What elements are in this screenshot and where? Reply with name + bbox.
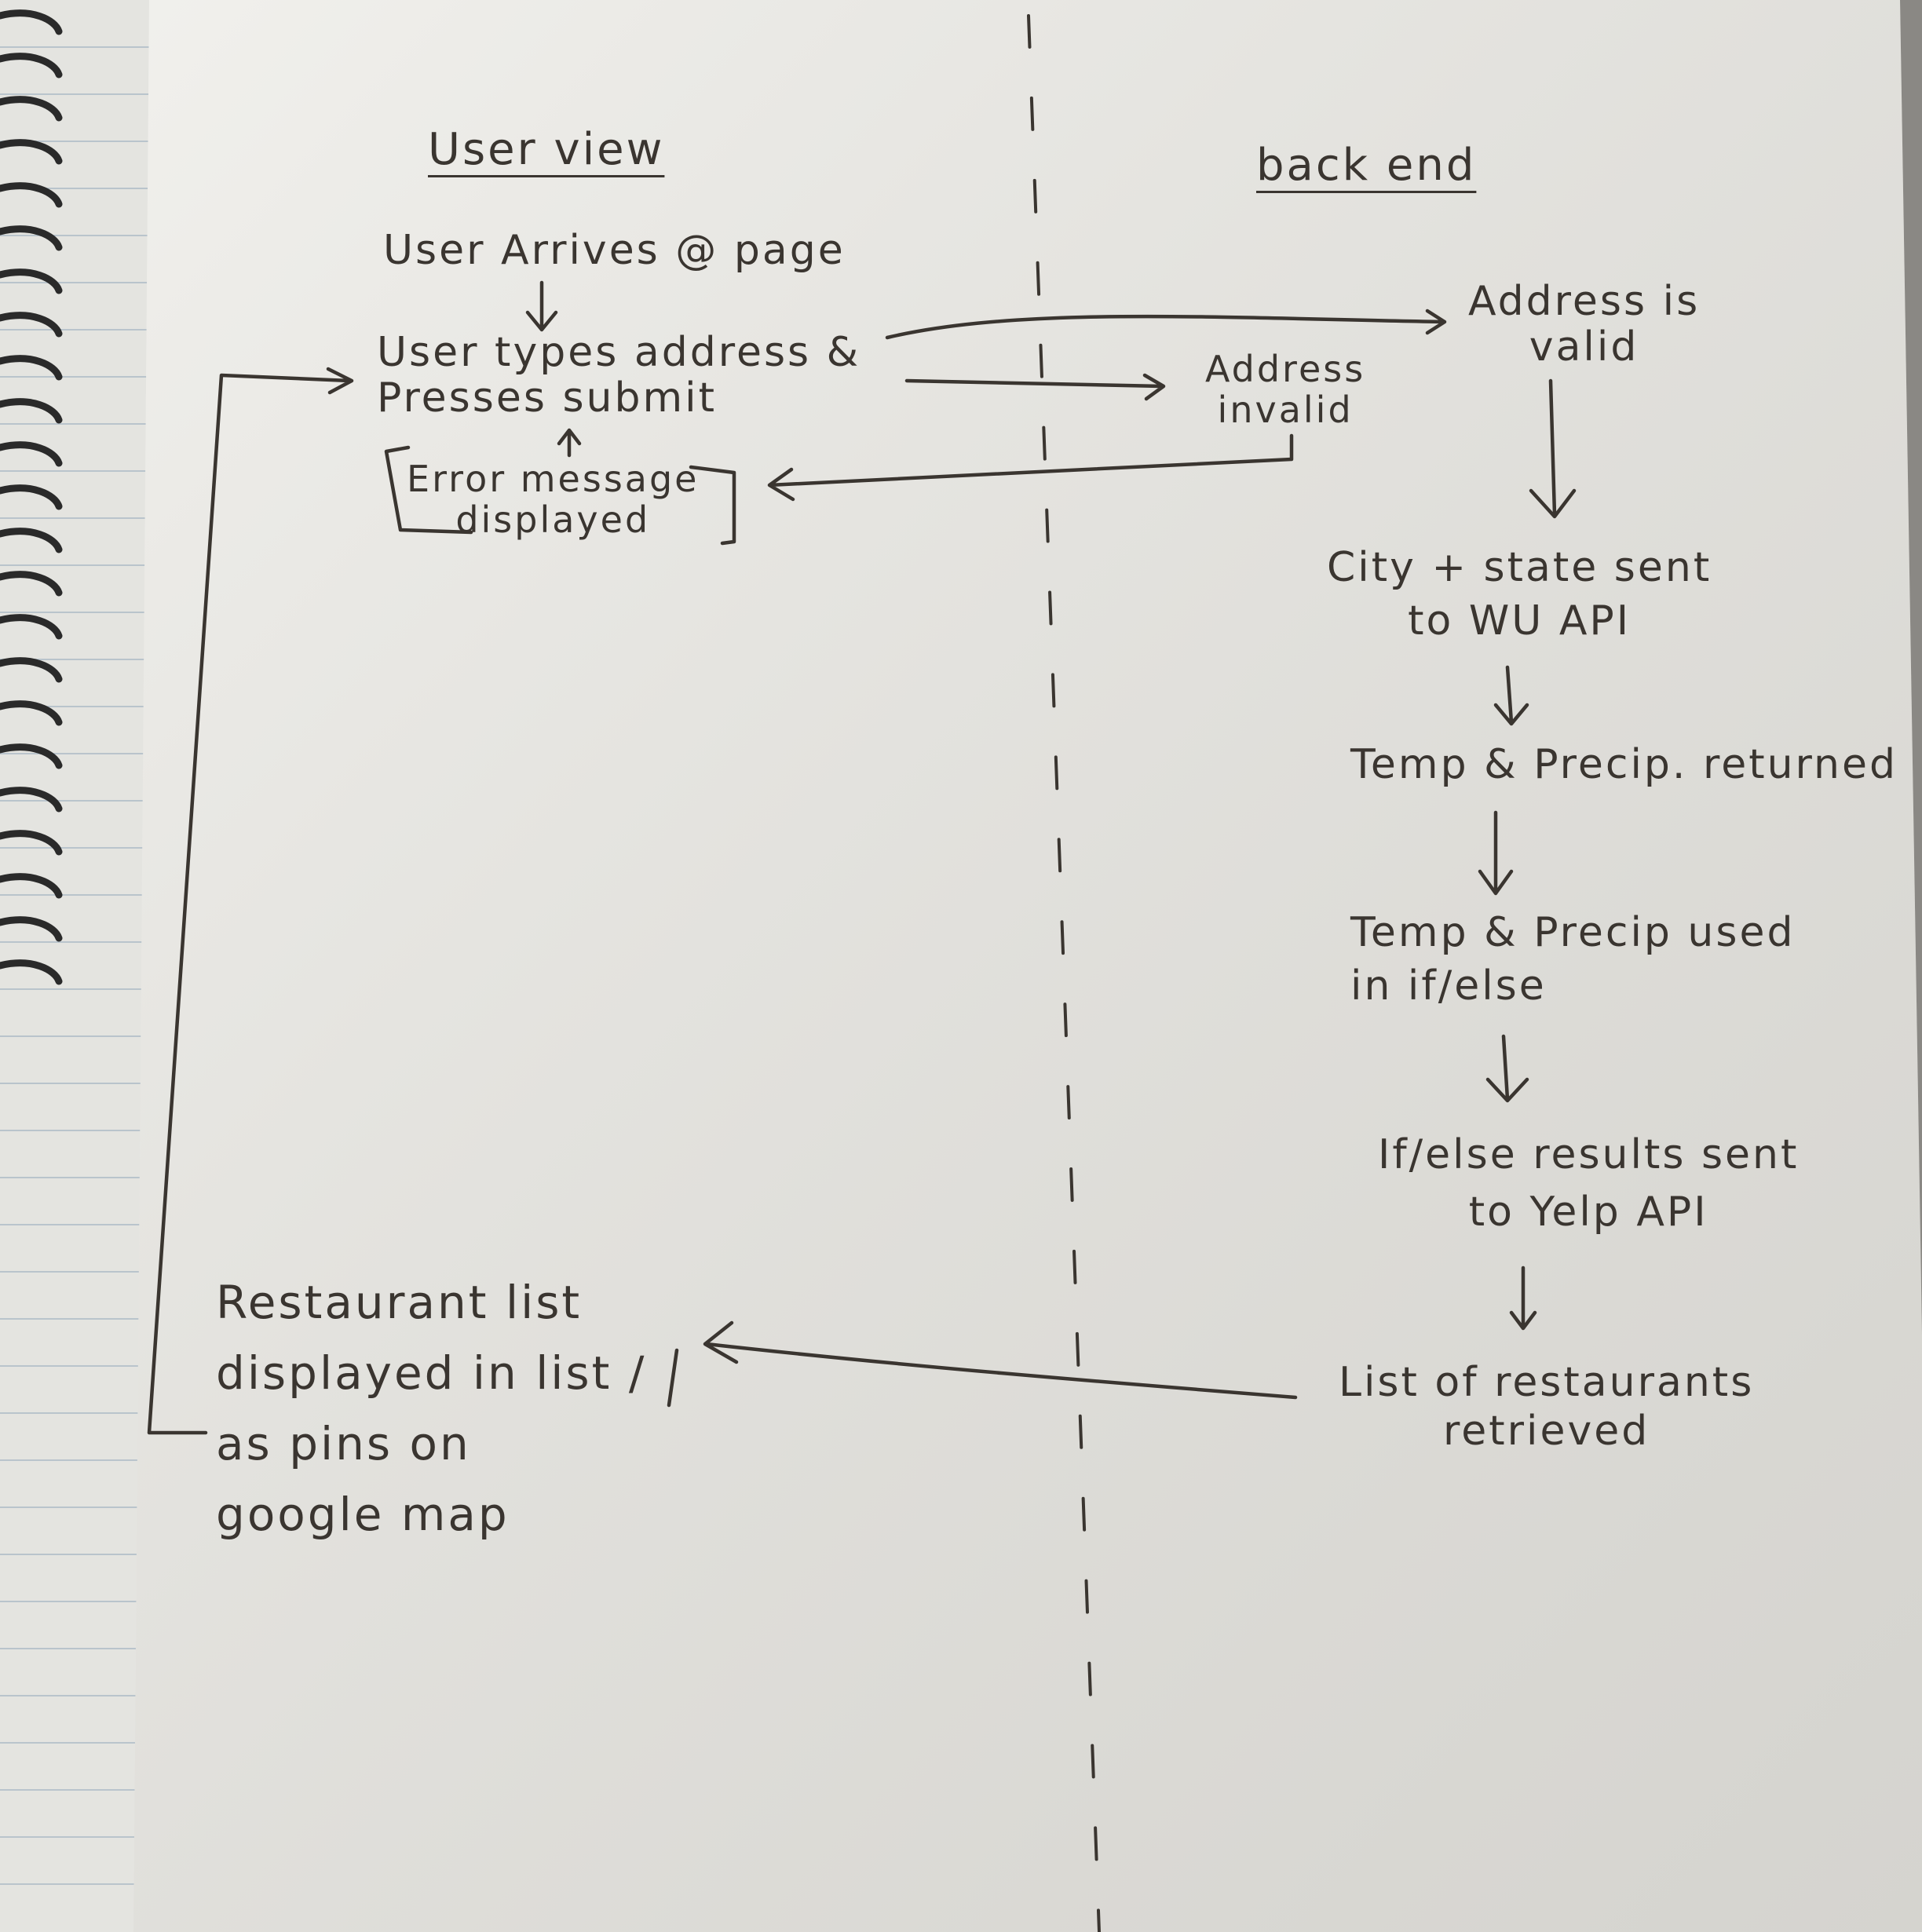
spiral-binding bbox=[0, 9, 63, 985]
step-temp-precip-returned: Temp & Precip. returned bbox=[1350, 741, 1898, 788]
arrow-temp-to-used bbox=[1478, 810, 1514, 896]
arrow-used-to-ifelse bbox=[1485, 1034, 1529, 1103]
arrow-city-to-temp bbox=[1493, 665, 1529, 726]
arrow-error-to-types bbox=[557, 428, 582, 458]
arrow-to-address-valid bbox=[885, 309, 1447, 340]
step-address-invalid: Address invalid bbox=[1205, 348, 1366, 431]
lane-header-back-end: back end bbox=[1256, 140, 1477, 191]
arrow-list-to-display bbox=[703, 1320, 1298, 1400]
arrow-loop-back bbox=[147, 367, 354, 1435]
step-city-state-sent: City + state sent to WU API bbox=[1327, 544, 1712, 645]
step-error-message: Error message displayed bbox=[407, 458, 700, 541]
step-user-arrives: User Arrives @ page bbox=[383, 227, 846, 274]
step-list-retrieved: List of restaurants retrieved bbox=[1339, 1359, 1755, 1455]
arrow-ifelse-to-list bbox=[1509, 1265, 1537, 1331]
ink-arrows bbox=[147, 280, 1577, 1435]
slash-mark bbox=[667, 1348, 679, 1408]
step-address-valid: Address is valid bbox=[1468, 278, 1701, 371]
lane-divider bbox=[1027, 14, 1101, 1932]
arrow-arrives-to-types bbox=[525, 280, 558, 332]
arrow-to-address-invalid bbox=[904, 373, 1166, 401]
step-ifelse-sent: If/else results sent to Yelp API bbox=[1378, 1131, 1800, 1236]
lane-header-user-view: User view bbox=[428, 124, 665, 175]
arrow-valid-to-city bbox=[1529, 378, 1577, 519]
ruled-lines bbox=[0, 46, 157, 1885]
step-temp-precip-used: Temp & Precip used in if/else bbox=[1350, 909, 1796, 1010]
arrow-invalid-to-error bbox=[767, 433, 1294, 502]
step-restaurant-list-displayed: Restaurant list displayed in list / as p… bbox=[216, 1276, 647, 1541]
page-shading bbox=[133, 0, 1922, 1932]
step-user-types-address: User types address & Presses submit bbox=[377, 329, 861, 422]
error-bracket bbox=[384, 445, 736, 546]
